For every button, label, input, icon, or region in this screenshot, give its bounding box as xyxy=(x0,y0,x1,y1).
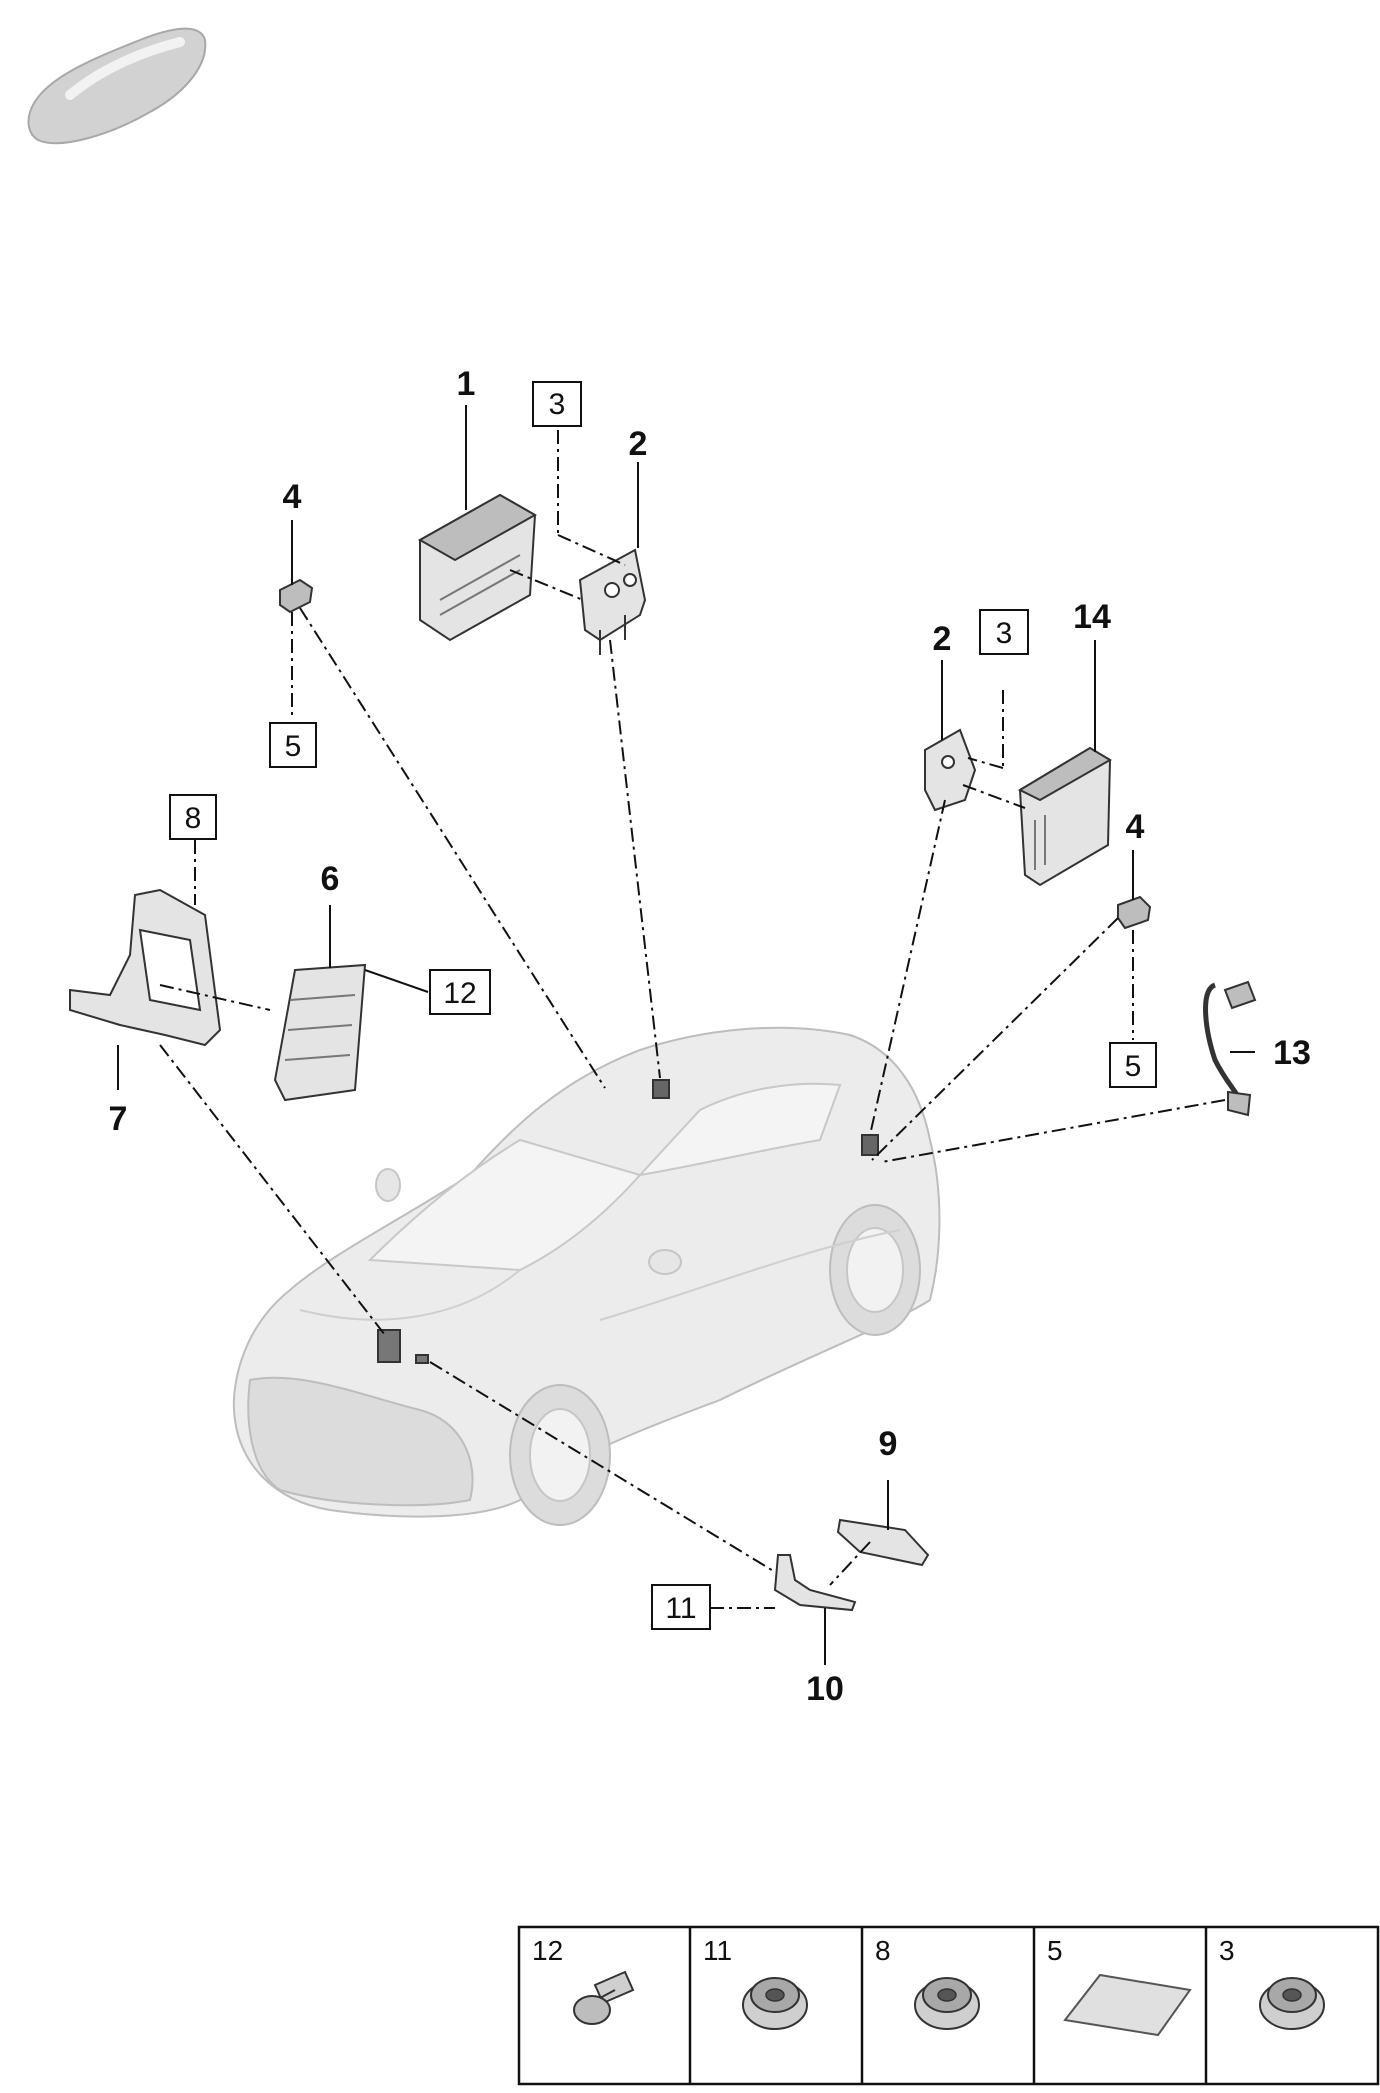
part-2-bracket xyxy=(578,548,647,655)
callout-9: 9 xyxy=(879,1425,898,1463)
callout-10: 10 xyxy=(806,1670,844,1708)
flange-nut-icon xyxy=(1259,1977,1325,2030)
legend-cell-0: 12 xyxy=(532,1935,635,2025)
leader-lines xyxy=(117,405,1255,1665)
legend-cell-3: 5 xyxy=(1047,1935,1192,2037)
svg-text:12: 12 xyxy=(443,977,476,1010)
car-body-illustration xyxy=(232,1026,941,1526)
part-4-sensor-right xyxy=(1117,895,1152,930)
callout-13: 13 xyxy=(1273,1034,1311,1072)
callout-14: 14 xyxy=(1073,598,1111,636)
boxed-ref-5-left: 5 xyxy=(269,722,317,768)
callout-6: 6 xyxy=(321,860,340,898)
callouts: 1 2 4 6 7 2 14 4 13 9 10 xyxy=(109,365,1311,1708)
boxed-ref-11: 11 xyxy=(651,1584,711,1630)
boxed-ref-5-right: 5 xyxy=(1109,1042,1157,1088)
legend-cell-2: 8 xyxy=(875,1935,980,2030)
part-4-sensor-left xyxy=(279,578,314,614)
adhesive-pad-icon xyxy=(1063,1973,1192,2037)
legend-number: 12 xyxy=(532,1935,563,1966)
boxed-references: 3 5 8 12 3 5 11 xyxy=(169,381,1157,1630)
part-6-control-module xyxy=(273,963,367,1102)
callout-2-top: 2 xyxy=(629,425,648,463)
legend-number: 8 xyxy=(875,1935,891,1966)
boxed-ref-3-right: 3 xyxy=(979,609,1029,655)
svg-text:5: 5 xyxy=(1125,1050,1142,1083)
legend-number: 5 xyxy=(1047,1935,1063,1966)
part-2-bracket-right xyxy=(924,728,977,812)
part-13-cable xyxy=(1203,980,1257,1117)
part-1-control-unit xyxy=(417,493,538,642)
svg-text:8: 8 xyxy=(185,802,202,835)
callout-2-right: 2 xyxy=(933,620,952,658)
boxed-ref-3-top: 3 xyxy=(532,381,582,427)
part-14-control-unit xyxy=(1017,746,1112,887)
part-10-bracket xyxy=(773,1554,857,1612)
mounted-parts-on-car xyxy=(377,1079,879,1364)
legend-cell-4: 3 xyxy=(1219,1935,1325,2030)
callout-7: 7 xyxy=(109,1100,128,1138)
callout-1: 1 xyxy=(457,365,476,403)
bolt-icon xyxy=(573,1970,635,2025)
callout-4-left: 4 xyxy=(283,478,302,516)
vehicle-silhouette-icon xyxy=(27,27,207,145)
callout-4-right: 4 xyxy=(1126,808,1145,846)
legend-number: 3 xyxy=(1219,1935,1235,1966)
svg-text:11: 11 xyxy=(665,1592,696,1625)
svg-text:3: 3 xyxy=(996,617,1013,650)
legend-number: 11 xyxy=(703,1935,732,1966)
hardware-legend-table: 12 11 8 5 xyxy=(517,1925,1380,2086)
boxed-ref-12: 12 xyxy=(429,969,491,1015)
part-7-mounting-frame xyxy=(69,888,222,1047)
legend-cell-1: 11 xyxy=(703,1935,808,2030)
svg-text:3: 3 xyxy=(549,388,566,421)
svg-text:5: 5 xyxy=(285,730,302,763)
flange-nut-icon xyxy=(914,1977,980,2030)
boxed-ref-8: 8 xyxy=(169,794,217,840)
part-9-antenna xyxy=(836,1518,930,1567)
flange-nut-icon xyxy=(742,1977,808,2030)
